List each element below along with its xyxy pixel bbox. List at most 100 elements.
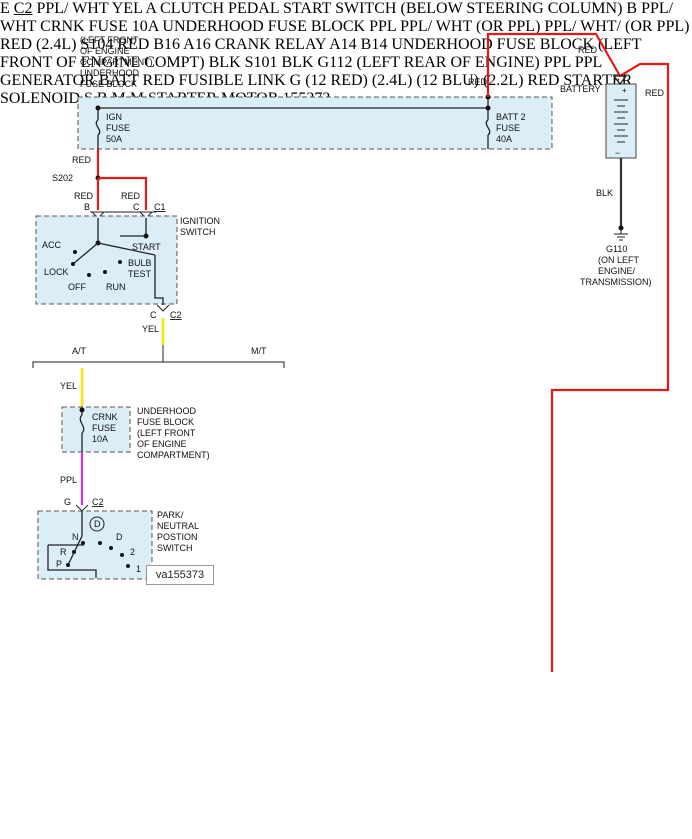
fuse-block-top-label-2: OF ENGINE bbox=[80, 46, 130, 56]
park-neutral-label-2: NEUTRAL bbox=[157, 521, 199, 531]
s104-variant-label: (2.4L) bbox=[36, 36, 77, 53]
batt2-fuse-icon bbox=[485, 119, 491, 136]
ppl-label-mt: PPL bbox=[369, 18, 397, 35]
ppl-label-relay: PPL bbox=[543, 54, 571, 71]
at-label: A/T bbox=[72, 346, 87, 356]
generator-batt-label: BATT bbox=[98, 72, 139, 89]
yel-label-mt: YEL bbox=[111, 0, 143, 17]
terminal-b-label: B bbox=[84, 202, 90, 212]
ignition-switch-label-2: SWITCH bbox=[180, 227, 216, 237]
s202-label: S202 bbox=[52, 173, 73, 183]
ign-fuse-label-1: IGN bbox=[106, 112, 122, 122]
uh-fuse-block-mid-label-4: OF ENGINE bbox=[137, 439, 187, 449]
clutch-label-5: (BELOW bbox=[400, 0, 463, 17]
ignition-switch bbox=[35, 215, 178, 305]
starter-solenoid-label-2: SOLENOID bbox=[0, 90, 80, 107]
ign-fuse-label-3: 50A bbox=[106, 134, 122, 144]
red-label-s104-bottom: RED bbox=[117, 36, 150, 53]
ppl-label-solenoid: PPL bbox=[574, 54, 602, 71]
terminal-b14-label: B14 bbox=[360, 36, 388, 53]
ign-fuse-label-2: FUSE bbox=[106, 123, 130, 133]
s104-label: S104 bbox=[80, 36, 114, 53]
fusible-link-label-1: FUSIBLE bbox=[178, 72, 244, 89]
bulb-test-label-1: BULB bbox=[128, 258, 152, 268]
gear-indicator-circle bbox=[89, 516, 105, 532]
uh-fuse-block-small-label-3: BLOCK bbox=[310, 18, 366, 35]
red-label-s104-top: RED bbox=[0, 36, 32, 53]
terminal-a14-label: A14 bbox=[329, 36, 357, 53]
crnk-fuse-at-label-1: CRNK bbox=[92, 412, 118, 422]
terminal-c2-c-label: C bbox=[150, 310, 157, 320]
fusible-blu-label: (12 BLU) bbox=[416, 72, 479, 89]
start-label: START bbox=[132, 242, 161, 252]
ign-switch-wiper bbox=[72, 242, 99, 265]
red-label-battery-a: RED bbox=[578, 45, 598, 55]
run-label: RUN bbox=[106, 282, 126, 292]
g110-label-4: TRANSMISSION) bbox=[580, 277, 652, 287]
uh-fuse-block-relay-label-3: (LEFT FRONT OF bbox=[0, 36, 642, 71]
connector-c2-g-label: C2 bbox=[92, 497, 104, 507]
uh-fuse-block-relay-label-4: ENGINE COMPT) bbox=[80, 54, 205, 71]
s101-label: S101 bbox=[244, 54, 278, 71]
acc-contact bbox=[73, 250, 77, 254]
generator-label: GENERATOR bbox=[0, 72, 95, 89]
blk-label-battery: BLK bbox=[596, 188, 613, 198]
clutch-label-1: CLUTCH bbox=[160, 0, 225, 17]
battery-positive-clamp bbox=[612, 75, 628, 86]
connector-c2-label: C2 bbox=[170, 310, 182, 320]
g110-label-2: (ON LEFT bbox=[598, 255, 640, 265]
ppl-wht-label-at-2: WHT bbox=[72, 0, 109, 17]
ign-fuse-icon bbox=[95, 119, 101, 136]
red-label-top: RED bbox=[468, 77, 488, 87]
gear-d-contact-1 bbox=[98, 541, 102, 545]
terminal-c-label: C bbox=[133, 202, 140, 212]
crank-relay-label-2: RELAY bbox=[274, 36, 326, 53]
gear-d-contact-2 bbox=[109, 546, 113, 550]
g112-label-1: G112 bbox=[317, 54, 353, 71]
gear-n-label: N bbox=[72, 532, 79, 542]
terminal-b-clutch-label: B bbox=[626, 0, 638, 17]
batt2-fuse-label-1: BATT 2 bbox=[496, 112, 526, 122]
terminal-a16-label: A16 bbox=[183, 36, 211, 53]
fusible-variant-24: (2.4L) bbox=[371, 72, 413, 89]
underhood-fuse-block-top bbox=[77, 96, 553, 150]
park-neutral-label-4: SWITCH bbox=[157, 543, 193, 553]
bulb-test-contact bbox=[118, 260, 122, 264]
ppl-label-at: PPL bbox=[60, 475, 77, 485]
crnk-fuse-mt-label-3: 10A bbox=[131, 18, 159, 35]
lock-label: LOCK bbox=[44, 267, 69, 277]
ppl-wht-or-ppl-top-3: (OR PPL) bbox=[625, 18, 690, 35]
gear-indicator-d: D bbox=[94, 519, 101, 529]
fusible-variant-22: (2.2L) bbox=[482, 72, 524, 89]
ppl-wht-label-mt-2: WHT bbox=[0, 18, 37, 35]
batt2-fuse-label-2: FUSE bbox=[496, 123, 520, 133]
off-label: OFF bbox=[68, 282, 86, 292]
crnk-fuse-mt-label-1: CRNK bbox=[40, 18, 85, 35]
gear-n-contact bbox=[81, 541, 85, 545]
uh-fuse-block-mid-label-5: COMPARTMENT) bbox=[137, 450, 210, 460]
gear-d-label: D bbox=[116, 532, 123, 542]
fuse-block-top-label-4: UNDERHOOD bbox=[80, 68, 140, 78]
at-mt-option-bracket bbox=[32, 361, 285, 368]
ign-start-link bbox=[97, 242, 156, 256]
g110-label-3: ENGINE/ bbox=[598, 266, 636, 276]
crnk-fuse-at-label-2: FUSE bbox=[92, 423, 116, 433]
crnk-fuse-at-icon bbox=[79, 414, 85, 434]
park-neutral-label-1: PARK/ bbox=[157, 510, 184, 520]
uh-fuse-block-mid-label-3: (LEFT FRONT bbox=[137, 428, 196, 438]
blk-label-s101: BLK bbox=[281, 54, 314, 71]
fuse-block-top-label-3: COMPARTMENT) bbox=[80, 57, 153, 67]
connector-c1-label: C1 bbox=[154, 202, 166, 212]
battery bbox=[605, 83, 637, 159]
gear-1-contact bbox=[126, 564, 130, 568]
red-label-c: RED bbox=[121, 191, 141, 201]
yel-label-ign: YEL bbox=[142, 324, 159, 334]
clutch-label-2: PEDAL bbox=[228, 0, 280, 17]
red-label-starter: RED bbox=[527, 72, 560, 89]
pn-output-bus bbox=[47, 545, 97, 578]
ppl-wht-or-ppl-bottom-1: PPL/ bbox=[400, 18, 433, 35]
ppl-wht-or-ppl-bottom-2: WHT bbox=[435, 18, 472, 35]
clutch-label-7: COLUMN) bbox=[547, 0, 623, 17]
red-label-ign: RED bbox=[72, 155, 92, 165]
